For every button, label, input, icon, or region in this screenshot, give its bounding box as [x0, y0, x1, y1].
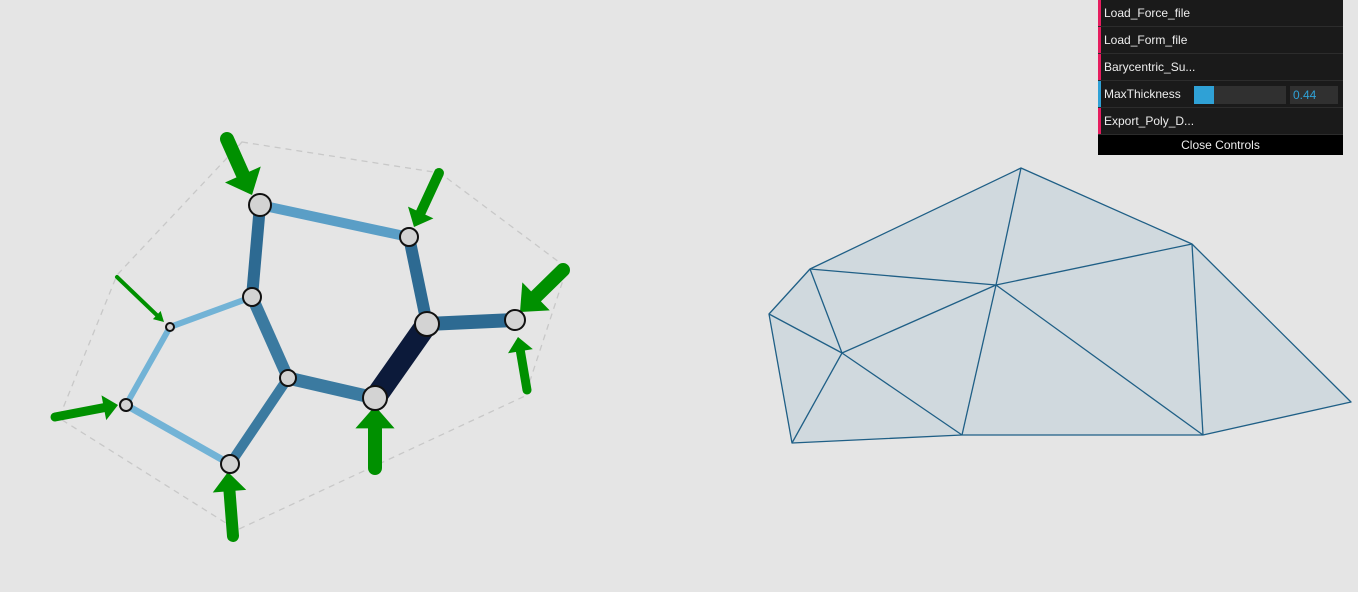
node [362, 385, 388, 411]
node [504, 309, 526, 331]
member [258, 200, 411, 242]
member [168, 294, 254, 330]
max-thickness-label: MaxThickness [1104, 87, 1181, 101]
member [246, 294, 294, 381]
load-force-file-button[interactable]: Load_Force_file [1098, 0, 1343, 27]
close-controls-button[interactable]: Close Controls [1098, 135, 1343, 155]
node [279, 369, 297, 387]
export-label: Export_Poly_D... [1104, 114, 1195, 128]
max-thickness-input[interactable]: 0.44 [1290, 86, 1338, 104]
load-form-file-button[interactable]: Load_Form_file [1098, 27, 1343, 54]
max-thickness-slider-fill [1194, 86, 1215, 104]
force-arrow-head [507, 337, 533, 354]
node [119, 398, 133, 412]
force-arrow-shaft [115, 275, 159, 318]
member [286, 371, 377, 405]
max-thickness-control: MaxThickness 0.44 [1098, 81, 1343, 108]
force-polygon-outline [768, 167, 1352, 444]
member [124, 401, 232, 468]
force-arrow-shaft [515, 346, 532, 395]
force-arrow-shaft [415, 168, 444, 218]
member [246, 204, 266, 298]
member [365, 317, 437, 405]
member [225, 375, 293, 467]
max-thickness-slider[interactable] [1194, 86, 1286, 104]
member [403, 235, 433, 326]
node [220, 454, 240, 474]
barycentric-subdivision-button[interactable]: Barycentric_Su... [1098, 54, 1343, 81]
load-form-file-label: Load_Form_file [1104, 33, 1188, 47]
force-arrow-shaft [50, 403, 109, 422]
node [242, 287, 262, 307]
form-nodes [119, 193, 526, 474]
barycentric-label: Barycentric_Su... [1104, 60, 1196, 74]
node [399, 227, 419, 247]
force-arrow-head [152, 311, 164, 322]
node [414, 311, 440, 337]
force-arrow-shaft [529, 263, 570, 304]
force-arrows [50, 132, 570, 542]
force-arrow-shaft [223, 485, 239, 542]
force-arrow-head [224, 166, 261, 195]
export-poly-data-button[interactable]: Export_Poly_D... [1098, 108, 1343, 135]
form-members [123, 200, 516, 468]
member [426, 313, 516, 331]
member [123, 325, 173, 407]
node [165, 322, 175, 332]
form-boundary-outline [58, 141, 568, 531]
force-arrow-head [212, 472, 247, 493]
force-arrow-shaft [220, 132, 250, 182]
node [248, 193, 272, 217]
force-arrow-head [520, 282, 550, 312]
force-arrow-head [408, 206, 434, 227]
force-diagram [768, 167, 1352, 444]
load-force-file-label: Load_Force_file [1104, 6, 1191, 20]
force-arrow-head [355, 406, 395, 429]
controls-panel: Load_Force_file Load_Form_file Barycentr… [1098, 0, 1343, 155]
force-arrow-head [101, 395, 118, 421]
